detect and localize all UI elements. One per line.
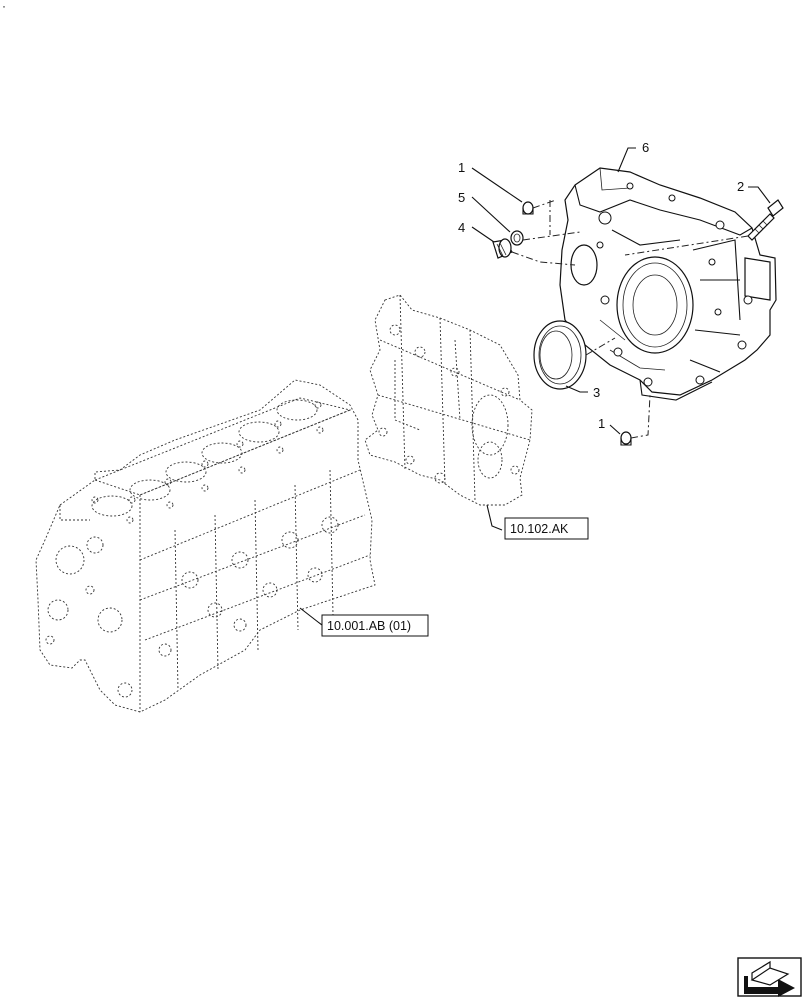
washer-part [510,230,524,246]
callout-1-bottom: 1 [598,416,605,431]
bolt-part [747,199,784,241]
plug-part-bottom [620,431,632,446]
reference-engine-block[interactable]: 10.001.AB (01) [321,614,429,637]
callout-2: 2 [737,179,744,194]
reference-engine-block-label: 10.001.AB (01) [327,619,411,633]
flywheel-housing [559,167,777,401]
crankshaft-seal-part [533,320,587,390]
reference-timing-cover-label: 10.102.AK [510,522,569,536]
threaded-plug-part [492,238,513,259]
reference-timing-cover[interactable]: 10.102.AK [504,517,589,540]
arrow-navigation-icon[interactable] [737,957,802,997]
callout-4: 4 [458,220,465,235]
callout-1-top: 1 [458,160,465,175]
callout-leaders [299,147,771,626]
corner-mark: · [2,0,6,13]
timing-housing-illustration [364,294,533,506]
callout-6: 6 [642,140,649,155]
engine-block-illustration [35,379,376,713]
plug-part-top [522,201,534,215]
callout-3: 3 [593,385,600,400]
assembly-lines [511,199,749,439]
callout-5: 5 [458,190,465,205]
